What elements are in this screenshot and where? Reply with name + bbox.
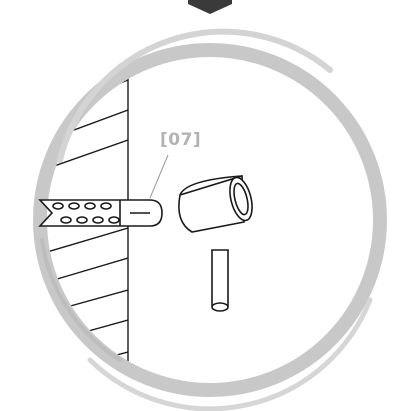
part-number-label: [07] <box>160 130 202 150</box>
mallet-icon <box>178 174 253 312</box>
label-leader-line <box>149 154 169 199</box>
pointer-arrow-icon <box>188 0 232 14</box>
wall-anchor <box>38 199 163 227</box>
callout-circle <box>33 28 387 411</box>
